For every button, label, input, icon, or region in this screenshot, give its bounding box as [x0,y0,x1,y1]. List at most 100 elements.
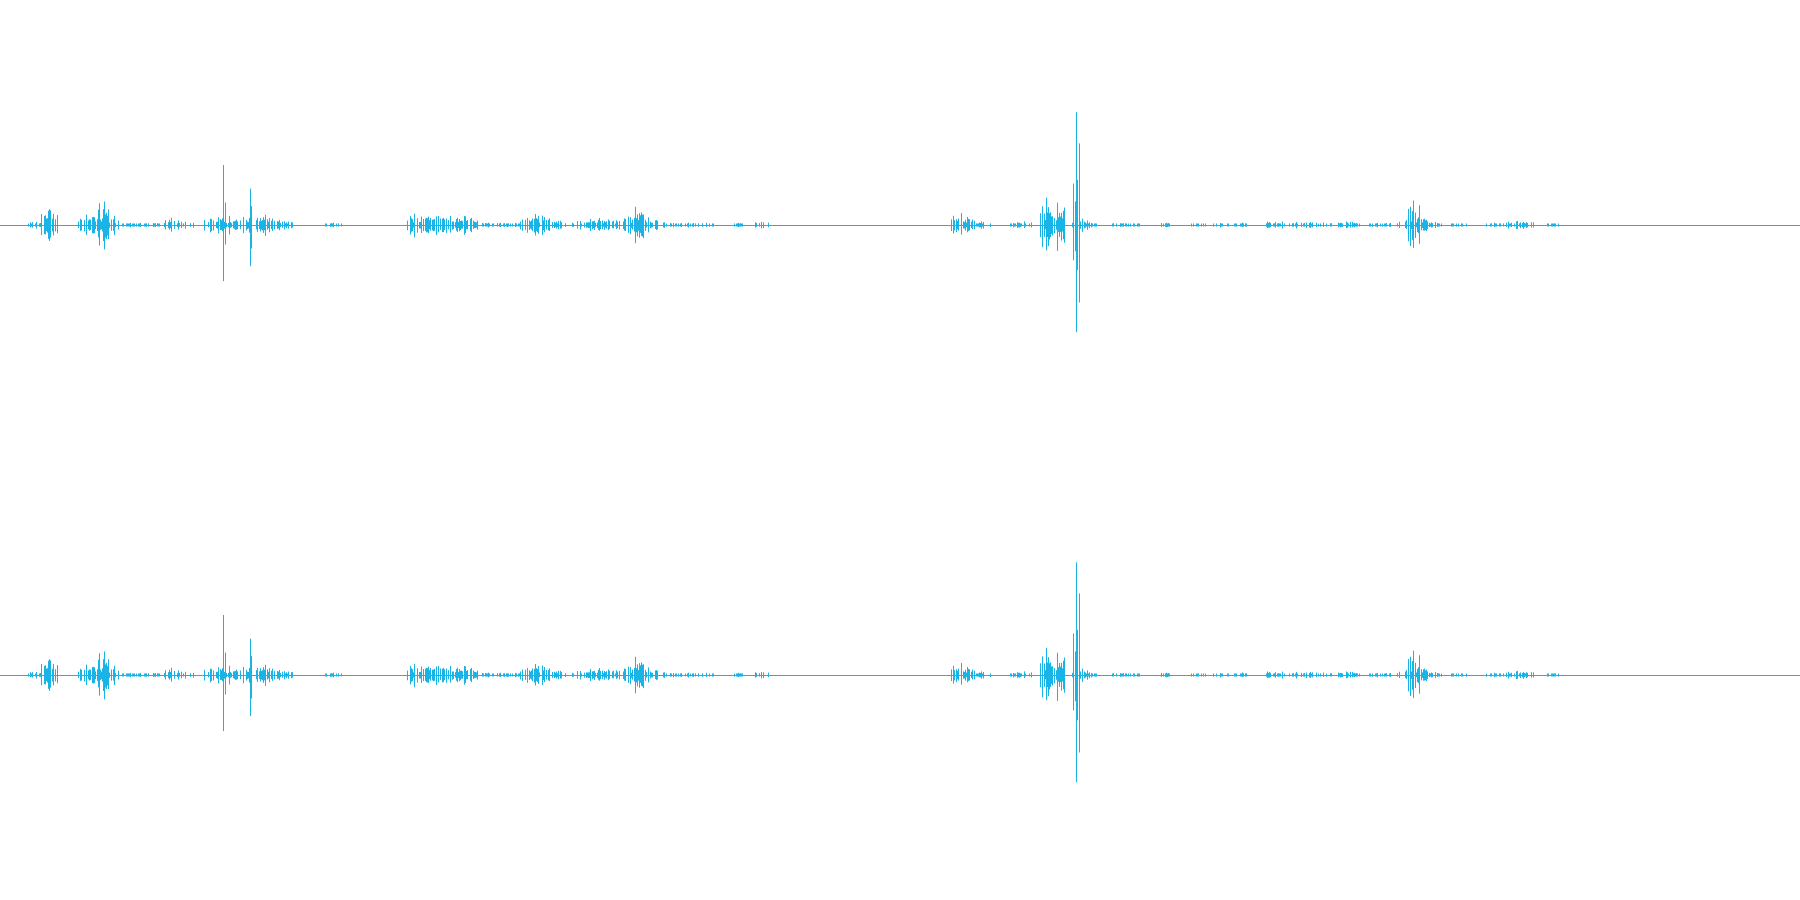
waveform-burst [1161,672,1170,678]
waveform-burst [1347,672,1360,678]
waveform-burst [584,218,598,231]
waveform-burst [221,215,237,235]
waveform-burst [1161,222,1170,228]
waveform-burst [1191,223,1206,227]
waveform-burst [462,218,478,231]
waveform-burst [623,667,639,685]
waveform-burst [666,223,682,228]
waveform-burst [250,638,252,717]
waveform-burst [1128,223,1140,227]
waveform-burst [1292,221,1302,229]
waveform-burst [1429,672,1442,678]
waveform-burst [428,666,441,686]
waveform-burst [279,671,293,680]
waveform-burst [146,673,160,678]
waveform-burst [685,222,696,228]
waveform-burst [482,672,493,678]
waveform-burst [44,660,58,688]
waveform-burst [603,669,617,681]
waveform-burst [1292,671,1302,679]
waveform-burst [1275,221,1290,229]
waveform-burst [1112,673,1127,677]
waveform-burst [1213,223,1229,228]
waveform-burst [1338,221,1353,229]
channel-1-track[interactable] [0,0,1800,450]
waveform-burst [755,671,769,679]
waveform-burst [1303,222,1317,228]
waveform-burst [507,222,520,228]
waveform-burst [734,672,743,678]
waveform-burst [1451,223,1467,227]
waveform-burst [552,670,566,680]
waveform-burst [1516,220,1525,230]
waveform-burst [1234,672,1247,677]
waveform-burst [507,672,520,678]
waveform-burst [1017,221,1032,228]
waveform-burst [78,214,94,236]
waveform-burst [1017,671,1032,678]
waveform-burst [1519,672,1534,679]
waveform-burst [976,671,991,679]
waveform-burst [1547,223,1559,227]
waveform-burst [493,222,509,227]
waveform-burst [1486,222,1501,228]
waveform-burst [250,188,252,267]
waveform-burst [593,218,606,231]
waveform-burst [164,667,172,682]
waveform-burst [178,221,194,229]
waveform-burst [178,671,194,679]
waveform-burst [1075,668,1090,682]
waveform-burst [325,222,342,228]
waveform-burst [1419,219,1432,232]
waveform-burst [552,220,566,230]
waveform-burst [1303,672,1317,678]
waveform-burst [462,668,478,681]
waveform-burst [1056,670,1073,680]
waveform-burst [1429,222,1442,228]
waveform-burst [603,219,617,231]
waveform-burst [1191,673,1206,677]
waveform-burst [1347,222,1360,228]
waveform-burst [1316,672,1332,678]
waveform-burst [164,217,172,232]
waveform-burst [1086,222,1097,228]
waveform-burst [1213,673,1229,678]
channel-2-track[interactable] [0,450,1800,900]
waveform-burst [1234,222,1247,227]
waveform-burst [1451,673,1467,677]
waveform-burst [1086,672,1097,678]
waveform-burst [651,220,665,230]
waveform-burst [325,672,342,678]
waveform-burst [628,656,644,694]
waveform-burst [459,666,472,685]
waveform-burst [1112,223,1127,227]
waveform-burst [1075,218,1090,232]
waveform-burst [28,221,42,229]
waveform-burst [1316,222,1332,228]
waveform-burst [107,219,119,231]
waveform-burst [1519,222,1534,229]
waveform-burst [685,672,696,678]
waveform-burst [107,669,119,681]
waveform-burst [698,672,714,678]
waveform-burst [1486,672,1501,678]
waveform-burst [1547,673,1559,677]
waveform-burst [734,222,743,228]
waveform-burst [976,221,991,229]
waveform-burst [78,664,94,686]
waveform-burst [651,670,665,680]
waveform-burst [459,216,472,235]
waveform-burst [493,672,509,677]
waveform-burst [1338,671,1353,679]
waveform-burst [1266,221,1275,229]
channel-2-waveform [0,562,1800,783]
waveform-burst [641,217,657,233]
waveform-burst [1275,671,1290,679]
waveform-burst [1384,223,1398,227]
waveform-burst [623,217,639,235]
waveform-burst [1384,673,1398,677]
waveform-burst [28,671,42,679]
waveform-burst [1128,673,1140,677]
waveform-burst [698,222,714,228]
